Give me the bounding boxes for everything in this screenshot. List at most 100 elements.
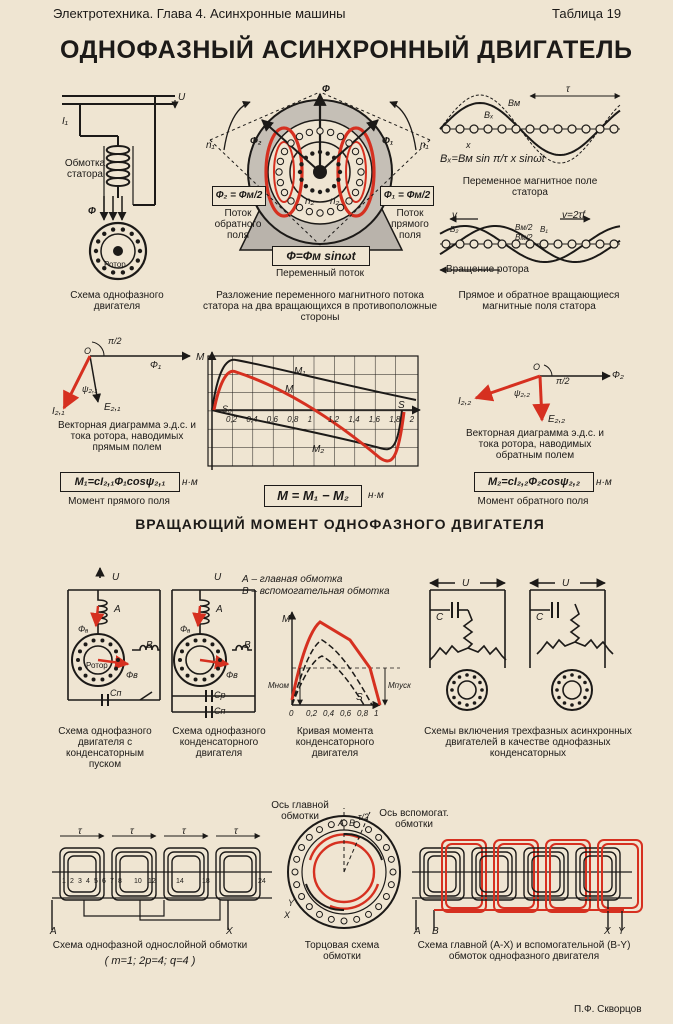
curve-tick: 1 [374, 709, 379, 718]
tau-label: τ [130, 826, 134, 837]
rotor-slot [562, 701, 567, 705]
stator-winding-label: Обмотка статора [64, 158, 106, 180]
torque-m2-label: M₂ [312, 444, 325, 455]
torque-tick: 0,2 [226, 415, 238, 424]
field-conductor [511, 239, 521, 249]
sch1-b: B [146, 640, 153, 651]
formula-m-unit: н·м [368, 490, 384, 501]
end-label-a: A [338, 818, 345, 828]
torque-tick: 0,8 [287, 415, 299, 424]
rotor-slot [77, 649, 82, 654]
sch2-u: U [214, 572, 222, 583]
author: П.Ф. Скворцов [574, 1004, 642, 1015]
torque-s-axis: S [398, 400, 405, 411]
chapter-title: Электротехника. Глава 4. Асинхронные маш… [53, 6, 346, 21]
rotor-slot [450, 688, 454, 692]
slot-number: 18 [202, 878, 210, 885]
rotor-slot [185, 642, 190, 647]
field-conductor [609, 239, 619, 249]
formula-m1: M₁=cI₂,₁Ф₁cosψ₂,₁ [60, 472, 180, 492]
axis-aux-label: Ось вспомогат. обмотки [379, 808, 449, 830]
field-conductor [497, 239, 507, 249]
rotor-slot [114, 666, 119, 671]
slot-number: 8 [118, 878, 122, 885]
rotor-slot [129, 266, 134, 271]
slot-number: 10 [134, 878, 142, 885]
cap-curve-chart [287, 611, 400, 710]
field-conductor [441, 124, 451, 134]
curve-m-axis: M [282, 614, 291, 625]
stator-slot [280, 147, 289, 156]
stator-slot [295, 132, 304, 141]
rotor-slot [110, 227, 116, 232]
stator-slot [276, 157, 285, 166]
rotor-slot [583, 680, 587, 685]
field-conductor [567, 124, 577, 134]
rotor-slot [202, 638, 207, 643]
coil [59, 847, 105, 901]
aux-coil [601, 843, 639, 909]
torque-tick: 0,4 [246, 415, 258, 424]
curve-tick: 0 [289, 709, 294, 718]
formula-m2: M₂=cI₂,₂Ф₂cosψ₂,₂ [474, 472, 594, 492]
b1-label: B₁ [540, 225, 548, 234]
winding-end-a: A [50, 926, 57, 937]
end-slot [382, 893, 390, 900]
field-conductor [469, 239, 479, 249]
slot-number: 1 [62, 878, 66, 885]
torque-tick: 2 [409, 415, 415, 424]
slot-number: 2 [70, 878, 74, 885]
rotor-slot [325, 151, 330, 156]
rotor-slot [185, 673, 190, 678]
aux-coil [597, 839, 643, 913]
aux-coil [445, 843, 483, 909]
sch4-u: U [562, 578, 570, 589]
end-view-caption: Торцовая схема обмотки [304, 940, 380, 962]
stator-slot [275, 168, 283, 176]
end-slot [353, 915, 361, 923]
formula-m1-unit: н·м [182, 477, 198, 488]
end-slot [298, 844, 306, 851]
slot-number: 14 [176, 878, 184, 885]
rotor-slot [93, 248, 99, 254]
axis-main-label: Ось главной обмотки [271, 800, 329, 822]
field-conductor [497, 124, 507, 134]
forward-flux-note: Поток прямого поля [391, 208, 429, 241]
winding-end-x: X [226, 926, 233, 937]
rotor-slot [114, 649, 119, 654]
flux-label: Ф [88, 206, 96, 217]
rotor-slot [76, 658, 80, 662]
rotor-slot [108, 642, 113, 647]
rotor-slot [317, 149, 323, 155]
vec-right-caption: Векторная диаграмма э.д.с. и тока ротора… [465, 428, 605, 461]
curve-tick: 0,2 [306, 709, 318, 718]
stator-slot [305, 207, 314, 216]
end-slot [316, 910, 323, 918]
slot-number: 4 [86, 878, 90, 885]
stator-slot [357, 168, 365, 176]
rotor-slot [100, 638, 105, 643]
single-layer-winding [51, 833, 272, 930]
rotor-slot [102, 231, 107, 236]
rotor-slot [193, 677, 198, 682]
formula-m1-caption: Момент прямого поля [68, 496, 170, 507]
stator-slot [345, 139, 353, 147]
cap-start-caption: Схема однофазного двигателя с конденсато… [58, 726, 152, 770]
curve-s-axis: S [356, 692, 363, 703]
legend-aux-winding: В – вспомогательная обмотка [242, 586, 390, 597]
rotor-slot [303, 183, 309, 189]
rotor-slot [336, 177, 341, 182]
stator-slot [336, 203, 345, 212]
field-conductor [483, 239, 493, 249]
aux-coil [497, 843, 535, 909]
formula-forward-flux: Ф₁ = Фм/2 [380, 186, 434, 206]
end-slot [389, 868, 397, 876]
rotor-slot [317, 189, 323, 195]
end-slot [293, 855, 301, 863]
end-slot [327, 915, 335, 923]
rotor-slot [91, 638, 96, 643]
vector-diagram-backward [474, 364, 611, 422]
torque-m-axis: M [196, 352, 205, 363]
single-layer-caption: Схема однофазной однослойной обмотки [52, 940, 248, 951]
